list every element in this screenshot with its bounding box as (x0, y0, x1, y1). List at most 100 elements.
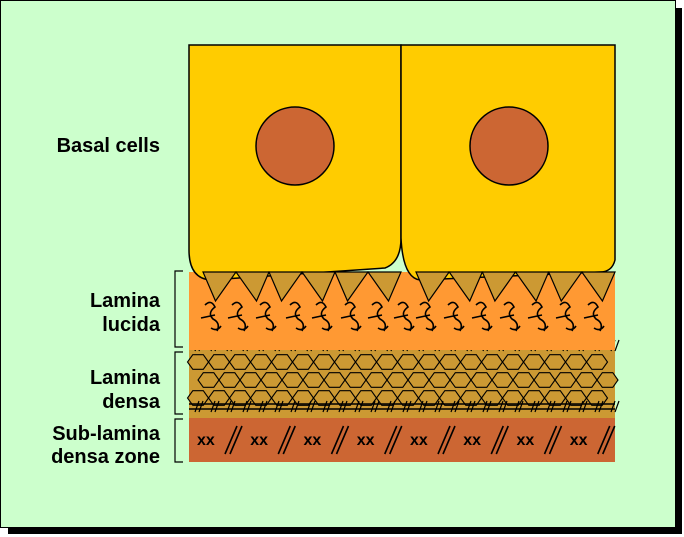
densa-hexagon (438, 354, 462, 370)
hemidesmosome (580, 271, 616, 303)
hemidesmosome (415, 271, 451, 303)
lamina-densa-hexagon-network (186, 354, 619, 406)
densa-hexagon (470, 372, 493, 388)
hemidesmosome (448, 271, 484, 303)
densa-hexagon (344, 372, 367, 388)
anchoring-filament (200, 301, 222, 332)
bracket-sub-lamina (174, 418, 183, 463)
collagen-fibril (490, 425, 509, 455)
densa-hexagon (218, 372, 241, 388)
hemidesmosome (202, 271, 238, 303)
hash-mark (354, 400, 364, 413)
densa-hexagon (354, 354, 378, 370)
densa-hexagon (396, 354, 420, 370)
collagen-fibril (224, 425, 243, 455)
densa-hexagon (564, 390, 588, 406)
densa-hexagon (312, 354, 336, 370)
densa-hexagon (249, 354, 273, 370)
anchoring-filament (583, 301, 605, 332)
densa-hexagon (459, 354, 483, 370)
sub-lamina-mark: xx (304, 432, 322, 449)
hash-mark (322, 400, 332, 413)
anchoring-filament (415, 301, 437, 332)
hemidesmosome (481, 271, 517, 303)
densa-hexagon (543, 354, 567, 370)
densa-hexagon (228, 354, 252, 370)
label-lamina-lucida-line2: lucida (102, 314, 161, 336)
label-lamina-densa-line1: Lamina (90, 367, 161, 389)
densa-hexagon (575, 372, 598, 388)
densa-hexagon (396, 390, 420, 406)
sub-lamina-mark: xx (517, 432, 535, 449)
anchoring-filament (311, 301, 333, 332)
densa-hexagon (312, 390, 336, 406)
densa-hexagon (281, 372, 304, 388)
anchoring-filament (255, 301, 277, 332)
hash-mark (258, 400, 268, 413)
hemidesmosome (234, 271, 270, 303)
hash-mark (514, 400, 524, 413)
collagen-fibril (384, 425, 403, 455)
densa-hexagon (365, 372, 388, 388)
hash-mark (482, 400, 492, 413)
hash-mark (562, 400, 572, 413)
hemidesmosome (514, 271, 550, 303)
anchoring-filament (443, 301, 465, 332)
densa-hexagon (270, 390, 294, 406)
densa-hexagon (596, 372, 619, 388)
hash-mark (242, 400, 252, 413)
densa-hexagon (333, 390, 357, 406)
sub-lamina-mark: xx (197, 432, 215, 449)
hash-mark (450, 400, 460, 413)
sub-lamina-mark: xx (250, 432, 268, 449)
hash-mark (370, 400, 380, 413)
densa-hexagon (459, 390, 483, 406)
label-lamina-lucida-line1: Lamina (90, 290, 161, 312)
hash-mark (578, 400, 588, 413)
label-basal-cells: Basal cells (57, 135, 160, 157)
anchoring-filament (555, 301, 577, 332)
anchoring-filament (471, 301, 493, 332)
anchoring-filament (340, 301, 362, 332)
bracket-lamina-densa (174, 351, 183, 415)
hash-mark (546, 400, 556, 413)
densa-hexagon (260, 372, 283, 388)
densa-hexagon (375, 354, 399, 370)
label-sub-lamina-line1: Sub-lamina (52, 423, 161, 445)
densa-hexagon (291, 390, 315, 406)
sub-lamina-mark: xx (357, 432, 375, 449)
densa-hexagon (302, 372, 325, 388)
densa-hexagon (480, 354, 504, 370)
densa-hexagon (480, 390, 504, 406)
anchoring-filament (227, 301, 249, 332)
anchoring-filament (285, 301, 307, 332)
collagen-fibril (437, 425, 456, 455)
bracket-lamina-lucida (174, 270, 183, 348)
frame-shadow-right (676, 8, 682, 532)
densa-hexagon (228, 390, 252, 406)
hash-mark (402, 400, 412, 413)
sub-lamina-mark: xx (463, 432, 481, 449)
hash-mark (418, 400, 428, 413)
densa-hexagon (554, 372, 577, 388)
densa-hexagon (491, 372, 514, 388)
hash-mark (338, 400, 348, 413)
anchoring-filament (367, 301, 389, 332)
anchoring-filament (527, 301, 549, 332)
hemidesmosome (547, 271, 583, 303)
hash-mark (530, 400, 540, 413)
densa-hexagon (585, 390, 609, 406)
densa-hexagon (564, 354, 588, 370)
hash-mark (434, 400, 444, 413)
hash-mark (210, 400, 220, 413)
label-lamina-densa-line2: densa (102, 391, 161, 413)
hash-mark (194, 400, 204, 413)
densa-hexagon (585, 354, 609, 370)
collagen-fibril (597, 425, 616, 455)
densa-hexagon (417, 354, 441, 370)
hash-mark (274, 400, 284, 413)
sub-lamina-mark: xx (410, 432, 428, 449)
densa-hexagon (533, 372, 556, 388)
